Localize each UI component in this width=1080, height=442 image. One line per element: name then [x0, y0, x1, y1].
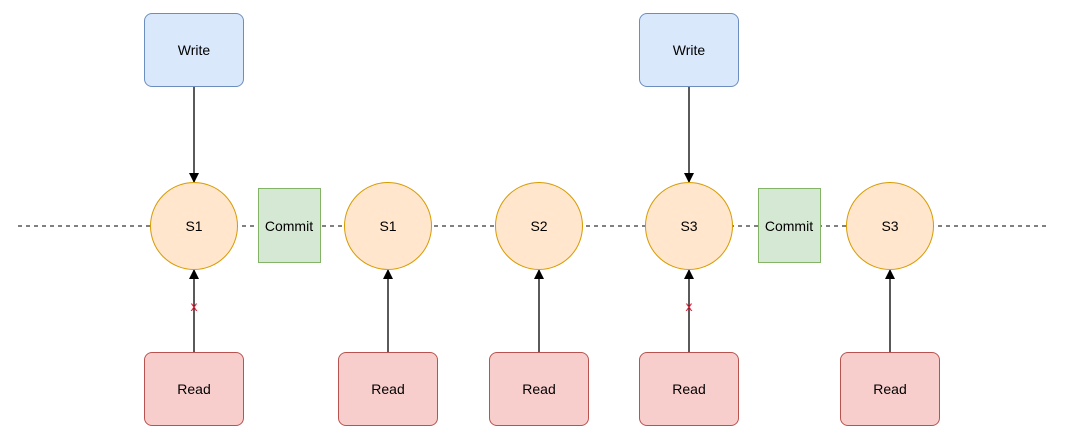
blocked-read-mark: x: [685, 298, 693, 314]
state-node-s3: S3: [846, 182, 934, 270]
arrow-layer: [189, 87, 895, 352]
read-node: Read: [489, 352, 589, 426]
write-node: Write: [144, 13, 244, 87]
read-node: Read: [144, 352, 244, 426]
state-node-s2: S2: [495, 182, 583, 270]
read-node: Read: [639, 352, 739, 426]
commit-node: Commit: [757, 188, 821, 263]
commit-node: Commit: [257, 188, 321, 263]
state-node-s1: S1: [344, 182, 432, 270]
state-node-s3: S3: [645, 182, 733, 270]
read-node: Read: [840, 352, 940, 426]
state-node-s1: S1: [150, 182, 238, 270]
write-node: Write: [639, 13, 739, 87]
blocked-read-mark: x: [190, 298, 198, 314]
read-node: Read: [338, 352, 438, 426]
